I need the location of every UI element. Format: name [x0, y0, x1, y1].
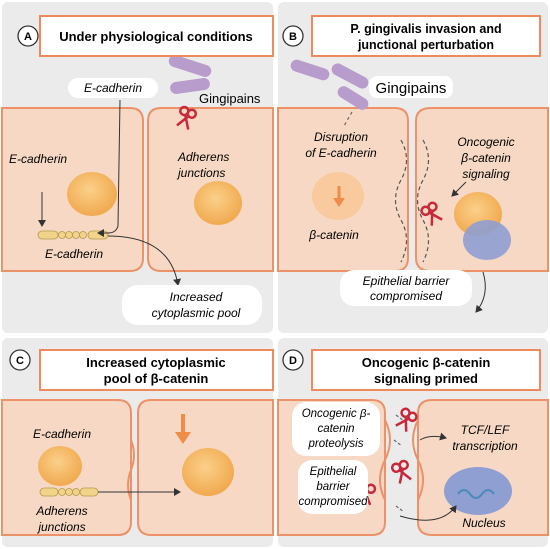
- panel-title: Under physiological conditions: [59, 29, 253, 44]
- label-oncogenic-1: Oncogenic: [457, 135, 514, 149]
- panel-d: D Oncogenic β-catenin signaling primed O…: [277, 338, 549, 547]
- label-adherens-1: Adherens: [35, 504, 87, 518]
- panel-title-1: Increased cytoplasmic: [86, 355, 225, 370]
- label-tcf-1: TCF/LEF: [461, 423, 510, 437]
- adherens-junction-chain: [39, 487, 99, 497]
- label-proteolysis-3: proteolysis: [308, 438, 364, 450]
- label-oncogenic-3: signaling: [462, 167, 510, 181]
- blue-nucleus: [444, 467, 512, 515]
- label-ecadherin: E-cadherin: [33, 427, 91, 441]
- panel-title-2: pool of β-catenin: [104, 371, 209, 386]
- label-disruption-1: Disruption: [314, 130, 368, 144]
- bacteria-icon: [168, 55, 212, 94]
- panel-letter: D: [289, 355, 297, 367]
- label-pool-2: cytoplasmic pool: [152, 306, 241, 320]
- dna-icon: [457, 489, 495, 499]
- panel-title-1: Oncogenic β-catenin: [362, 355, 491, 370]
- panel-a: A Under physiological conditions E-cadhe…: [1, 2, 274, 333]
- panel-letter-badge: [17, 25, 39, 47]
- label-barrier-1: Epithelial barrier: [363, 274, 451, 288]
- panel-title-1: P. gingivalis invasion and: [350, 22, 501, 36]
- panel-letter: A: [24, 31, 32, 43]
- panel-c: C Increased cytoplasmic pool of β-cateni…: [1, 338, 274, 547]
- label-proteolysis-1: Oncogenic β-: [302, 408, 371, 420]
- panel-letter: B: [289, 31, 297, 43]
- label-adherens-1: Adherens: [177, 150, 229, 164]
- scissors-icon: [420, 201, 443, 226]
- panel-letter: C: [16, 355, 24, 367]
- panel-b: B P. gingivalis invasion and junctional …: [277, 2, 549, 333]
- label-bcatenin: β-catenin: [308, 228, 359, 242]
- scissors-icon: [176, 105, 198, 130]
- bacteria-icon: [290, 59, 369, 110]
- nucleus-left: [38, 446, 82, 486]
- nucleus-right: [194, 181, 242, 225]
- label-nucleus: Nucleus: [462, 516, 505, 530]
- scissors-icon: [390, 459, 412, 484]
- label-barrier-2: compromised: [370, 289, 442, 303]
- label-tcf-2: transcription: [452, 439, 518, 453]
- scissors-icon: [395, 407, 418, 432]
- nucleus-left: [67, 172, 117, 216]
- label-disruption-2: of E-cadherin: [305, 146, 377, 160]
- label-ecadherin-top: E-cadherin: [84, 81, 142, 95]
- label-barrier-2: barrier: [316, 481, 350, 493]
- label-proteolysis-2: catenin: [317, 423, 354, 435]
- blue-nucleus: [463, 220, 511, 260]
- nucleus-right: [182, 448, 234, 496]
- label-oncogenic-2: β-catenin: [460, 151, 511, 165]
- label-barrier-1: Epithelial: [310, 466, 357, 478]
- label-barrier-3: compromised: [298, 496, 368, 508]
- label-pool-1: Increased: [170, 290, 223, 304]
- label-gingipains: Gingipains: [199, 91, 261, 106]
- panel-title-2: junctional perturbation: [357, 38, 494, 52]
- label-adherens-2: junctions: [176, 166, 225, 180]
- label-ecadherin-bottom: E-cadherin: [45, 247, 103, 261]
- label-ecadherin-left: E-cadherin: [9, 152, 67, 166]
- label-adherens-2: junctions: [36, 520, 85, 534]
- label-gingipains: Gingipains: [376, 80, 447, 97]
- panel-title-2: signaling primed: [374, 371, 478, 386]
